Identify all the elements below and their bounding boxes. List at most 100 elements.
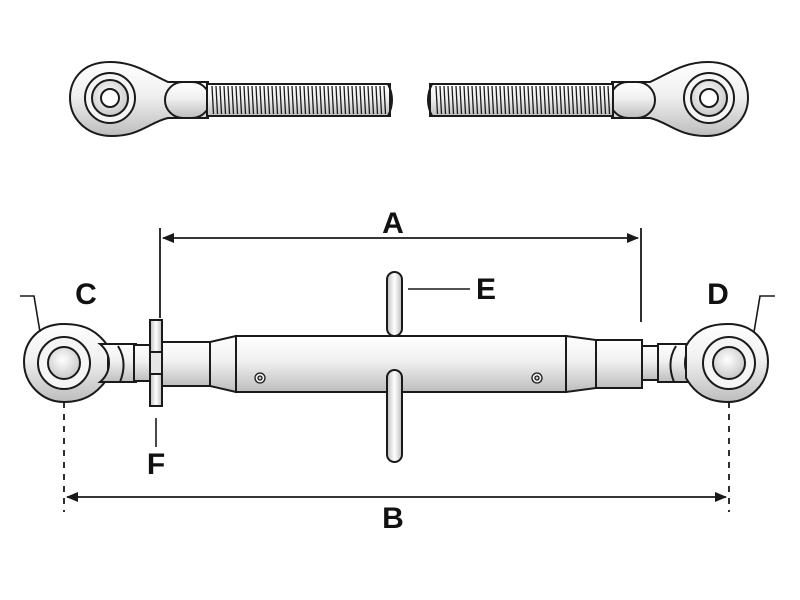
label-b: B <box>382 502 404 535</box>
right-bolt-thread <box>435 85 611 115</box>
left-sleeve <box>161 341 211 387</box>
thread-line <box>583 85 587 115</box>
thread-line <box>379 85 383 115</box>
thread-line <box>255 85 259 115</box>
thread-line <box>275 85 279 115</box>
tube-grease-nipple-right <box>531 372 543 384</box>
thread-line <box>211 85 215 115</box>
right-eye-bolt-detail <box>427 60 750 138</box>
thread-line <box>247 85 251 115</box>
thread-line <box>511 85 515 115</box>
thread-line <box>515 85 519 115</box>
thread-line <box>479 85 483 115</box>
thread-line <box>551 85 555 115</box>
thread-line <box>467 85 471 115</box>
thread-line <box>287 85 291 115</box>
thread-line <box>447 85 451 115</box>
thread-line <box>343 85 347 115</box>
thread-line <box>215 85 219 115</box>
thread-line <box>539 85 543 115</box>
thread-line <box>331 85 335 115</box>
dimension-b <box>63 402 730 512</box>
thread-line <box>591 85 595 115</box>
leader-c <box>20 295 41 333</box>
thread-line <box>311 85 315 115</box>
thread-line <box>355 85 359 115</box>
thread-line <box>219 85 223 115</box>
label-c: C <box>75 278 97 311</box>
label-e: E <box>476 273 496 306</box>
thread-line <box>347 85 351 115</box>
thread-line <box>527 85 531 115</box>
left-ball-joint <box>22 322 153 404</box>
thread-line <box>327 85 331 115</box>
lock-nut-f <box>149 319 163 407</box>
thread-line <box>495 85 499 115</box>
thread-line <box>563 85 567 115</box>
thread-line <box>543 85 547 115</box>
thread-line <box>375 85 379 115</box>
dimension-a <box>159 228 642 322</box>
tube-grease-nipple-left <box>254 372 266 384</box>
thread-line <box>271 85 275 115</box>
thread-line <box>359 85 363 115</box>
right-ball-joint <box>641 322 770 404</box>
leader-lines <box>20 288 775 447</box>
thread-line <box>483 85 487 115</box>
top-link-assembly <box>22 271 770 463</box>
thread-line <box>259 85 263 115</box>
thread-line <box>523 85 527 115</box>
thread-line <box>503 85 507 115</box>
left-eye-bolt-detail <box>68 60 393 138</box>
thread-line <box>263 85 267 115</box>
thread-line <box>363 85 367 115</box>
thread-line <box>463 85 467 115</box>
thread-line <box>603 85 607 115</box>
thread-line <box>599 85 603 115</box>
leader-d <box>753 295 775 333</box>
thread-line <box>507 85 511 115</box>
thread-line <box>567 85 571 115</box>
thread-line <box>491 85 495 115</box>
thread-line <box>239 85 243 115</box>
thread-line <box>251 85 255 115</box>
thread-line <box>471 85 475 115</box>
thread-line <box>535 85 539 115</box>
thread-line <box>295 85 299 115</box>
thread-line <box>307 85 311 115</box>
tommy-bar-e <box>386 271 403 463</box>
thread-line <box>367 85 371 115</box>
thread-line <box>235 85 239 115</box>
thread-line <box>499 85 503 115</box>
thread-line <box>443 85 447 115</box>
thread-line <box>339 85 343 115</box>
thread-line <box>571 85 575 115</box>
thread-line <box>575 85 579 115</box>
right-taper <box>565 334 597 394</box>
thread-line <box>279 85 283 115</box>
label-d: D <box>707 278 729 311</box>
thread-line <box>267 85 271 115</box>
thread-line <box>459 85 463 115</box>
thread-line <box>223 85 227 115</box>
thread-line <box>231 85 235 115</box>
thread-line <box>319 85 323 115</box>
thread-line <box>451 85 455 115</box>
thread-line <box>487 85 491 115</box>
thread-line <box>315 85 319 115</box>
thread-line <box>455 85 459 115</box>
thread-line <box>439 85 443 115</box>
thread-line <box>383 85 387 115</box>
thread-line <box>335 85 339 115</box>
thread-line <box>283 85 287 115</box>
thread-line <box>547 85 551 115</box>
left-taper <box>209 334 237 394</box>
thread-line <box>519 85 523 115</box>
thread-line <box>555 85 559 115</box>
thread-line <box>303 85 307 115</box>
thread-line <box>595 85 599 115</box>
thread-line <box>579 85 583 115</box>
thread-line <box>291 85 295 115</box>
thread-line <box>435 85 439 115</box>
